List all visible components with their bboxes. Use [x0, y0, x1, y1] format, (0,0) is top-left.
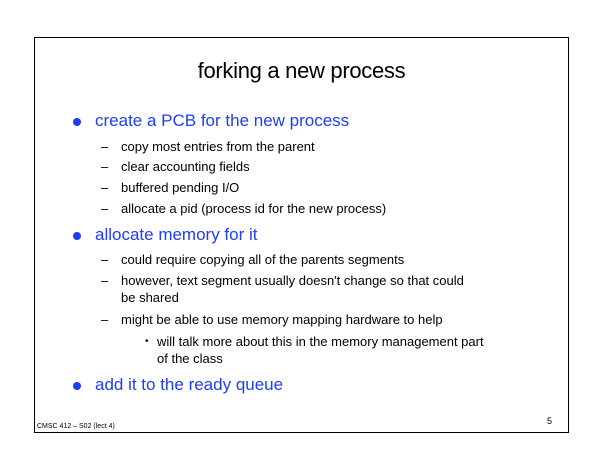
section-heading-text: create a PCB for the new process: [95, 111, 350, 130]
list-item-text: buffered pending I/O: [121, 180, 240, 195]
slide-title: forking a new process: [197, 58, 406, 83]
dash-icon: –: [101, 159, 109, 174]
list-item-text: be shared: [121, 290, 179, 305]
dash-icon: –: [101, 201, 109, 216]
sub-list-item-text: will talk more about this in the memory …: [157, 334, 484, 349]
sub-list-item-text: of the class: [157, 351, 223, 366]
list-item-text: copy most entries from the parent: [121, 139, 315, 154]
list-item-text: might be able to use memory mapping hard…: [121, 312, 443, 327]
list-item-text: clear accounting fields: [121, 159, 250, 174]
dash-icon: –: [101, 252, 109, 267]
slide-footer: CMSC 412 – S02 (lect 4): [37, 423, 115, 430]
section-heading-text: allocate memory for it: [95, 225, 258, 244]
dash-icon: –: [101, 139, 109, 154]
bullet-icon: [73, 118, 81, 126]
list-item-text: could require copying all of the parents…: [121, 252, 405, 267]
list-item-text: allocate a pid (process id for the new p…: [121, 201, 387, 216]
dash-icon: –: [101, 273, 109, 288]
slide: forking a new process create a PCB for t…: [34, 37, 569, 433]
page-number: 5: [546, 416, 552, 426]
dash-icon: –: [101, 312, 109, 327]
dot-icon: •: [145, 336, 149, 347]
bullet-icon: [73, 232, 81, 240]
bullet-icon: [73, 382, 81, 390]
dash-icon: –: [101, 180, 109, 195]
list-item-text: however, text segment usually doesn't ch…: [121, 273, 464, 288]
section-heading-text: add it to the ready queue: [95, 375, 284, 394]
